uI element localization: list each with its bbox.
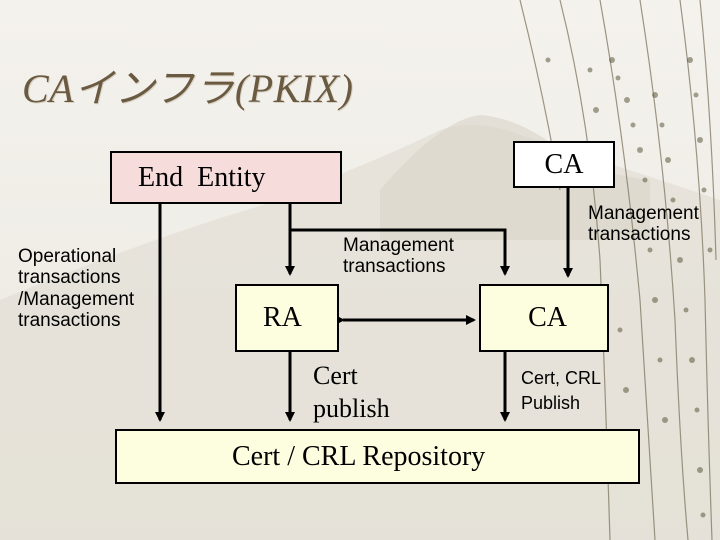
cert-publish-label: Cert publish [313, 360, 390, 425]
ca-top-label: CA [544, 148, 584, 180]
ra-label: RA [263, 302, 302, 333]
label-line: publish [313, 393, 390, 423]
label-line: Operational [18, 246, 117, 267]
label-line: transactions [18, 310, 121, 332]
label-line: /Management [18, 288, 135, 310]
label-line: Management [343, 235, 454, 256]
ca-top-box: CA [513, 141, 615, 188]
label-line: Publish [521, 393, 581, 414]
ca-mid-label: CA [528, 302, 567, 333]
ra-box: RA [235, 284, 339, 352]
label-line: Cert [313, 361, 358, 390]
management-transactions-right-label: Management transactions [588, 203, 699, 246]
end-entity-label: End Entity [138, 161, 266, 193]
label-line: Management [588, 203, 699, 224]
slide-title: CAインフラ(PKIX) [22, 66, 354, 111]
label-line: transactions [18, 267, 121, 289]
repository-label: Cert / CRL Repository [232, 440, 486, 472]
operational-transactions-label: Operational transactions /Management tra… [18, 246, 134, 332]
label-line: Cert, CRL [521, 368, 602, 388]
end-entity-box: End Entity [110, 151, 342, 204]
cert-crl-publish-label: Cert, CRL Publish [521, 366, 601, 416]
ca-mid-box: CA [479, 284, 609, 352]
repository-box: Cert / CRL Repository [115, 429, 640, 484]
arrow-end-entity-to-ca [290, 228, 510, 276]
label-line: transactions [588, 224, 691, 246]
management-transactions-mid-label: Management transactions [343, 235, 454, 278]
label-line: transactions [343, 256, 446, 278]
